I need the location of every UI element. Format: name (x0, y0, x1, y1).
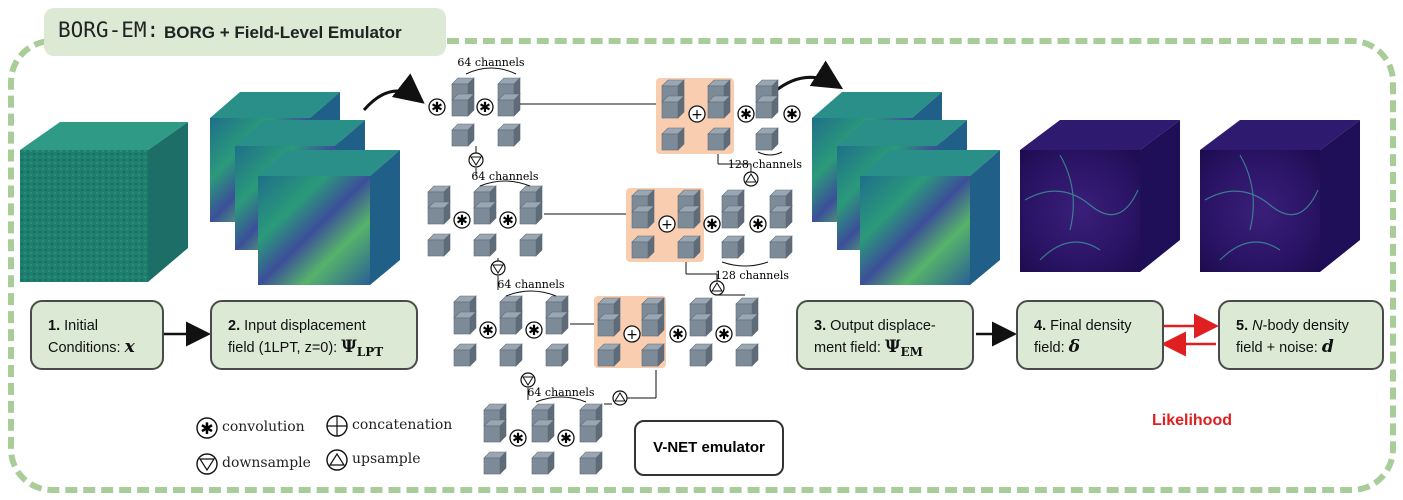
legend-concatenation-label: concatenation (352, 417, 453, 433)
step5-line1: -body density (1262, 318, 1349, 334)
svg-text:✱: ✱ (718, 327, 730, 343)
likelihood-label: Likelihood (1152, 412, 1232, 429)
step3-line1: Output displace- (830, 318, 936, 334)
svg-text:✱: ✱ (740, 107, 752, 123)
channels-label-1: 64 channels (457, 56, 524, 69)
step4-line2: field: (1034, 340, 1065, 356)
output-displacement-cubes (812, 92, 1000, 285)
step4-symbol: δ (1068, 337, 1081, 357)
step1-line2: Conditions: (48, 340, 121, 356)
step2-symbol: Ψ (341, 337, 357, 357)
step3-subscript: EM (900, 344, 923, 359)
title-box: BORG-EM: BORG + Field-Level Emulator (44, 8, 446, 56)
svg-text:+: + (691, 107, 703, 123)
legend-upsample-icon (326, 449, 348, 471)
step1-number: 1. (48, 318, 61, 334)
channels-label-128-b: 128 channels (715, 269, 789, 282)
vnet-diagram: ✱ ✱ + ✱ ✱ ✱ ✱ (427, 67, 801, 475)
step-final-density: 4. Final density field: δ (1016, 300, 1164, 370)
channels-label-2: 64 channels (471, 170, 538, 183)
svg-text:✱: ✱ (528, 323, 540, 339)
svg-text:+: + (661, 217, 673, 233)
step2-number: 2. (228, 318, 241, 334)
step-output-displacement: 3. Output displace- ment field: ΨEM (796, 300, 974, 370)
svg-text:✱: ✱ (502, 213, 514, 229)
step2-line2: field (1LPT, z=0): (228, 340, 338, 356)
legend-upsample-label: upsample (352, 451, 421, 467)
svg-text:✱: ✱ (431, 100, 443, 116)
svg-text:+: + (626, 327, 638, 343)
step4-number: 4. (1034, 318, 1047, 334)
svg-text:✱: ✱ (482, 323, 494, 339)
curve-arrow-in (362, 73, 425, 111)
step3-line2: ment field: (814, 340, 881, 356)
step5-n: N (1252, 318, 1263, 334)
legend-convolution-label: convolution (222, 419, 305, 435)
svg-text:✱: ✱ (560, 431, 572, 447)
step-input-displacement: 2. Input displacement field (1LPT, z=0):… (210, 300, 418, 370)
channels-label-4: 64 channels (527, 386, 594, 399)
step3-number: 3. (814, 318, 827, 334)
step1-line1: Initial (64, 318, 98, 334)
nbody-density-cube (1200, 120, 1360, 272)
legend-concatenation-icon (326, 415, 348, 437)
title-mono: BORG-EM: (58, 18, 160, 42)
vnet-emulator-label: V-NET emulator (634, 420, 784, 476)
svg-text:✱: ✱ (479, 100, 491, 116)
svg-text:✱: ✱ (456, 213, 468, 229)
svg-text:✱: ✱ (706, 217, 718, 233)
step5-line2: field + noise: (1236, 340, 1318, 356)
svg-text:✱: ✱ (672, 327, 684, 343)
channels-label-128-a: 128 channels (728, 158, 802, 171)
step2-line1: Input displacement (244, 318, 366, 334)
step1-symbol: x (124, 337, 135, 357)
step-nbody-density: 5. N-body density field + noise: d (1218, 300, 1384, 370)
svg-text:✱: ✱ (512, 431, 524, 447)
step5-number: 5. (1236, 318, 1249, 334)
input-displacement-cubes (210, 92, 400, 285)
step3-symbol: Ψ (884, 337, 901, 357)
title-rest: BORG + Field-Level Emulator (164, 23, 402, 42)
final-density-cube (1020, 120, 1180, 272)
svg-text:✱: ✱ (786, 107, 798, 123)
svg-text:✱: ✱ (752, 217, 764, 233)
step-initial-conditions: 1. Initial Conditions: x (30, 300, 164, 370)
initial-conditions-cube (20, 122, 188, 282)
step2-subscript: LPT (356, 344, 384, 359)
step4-line1: Final density (1050, 318, 1132, 334)
emulator-frame (8, 38, 1396, 493)
svg-text:✱: ✱ (200, 419, 213, 438)
legend-downsample-icon (196, 453, 218, 475)
legend-convolution-icon: ✱ (196, 417, 218, 439)
step5-symbol: d (1321, 337, 1334, 357)
legend-downsample-label: downsample (222, 455, 311, 471)
channels-label-3: 64 channels (497, 278, 564, 291)
curve-arrow-out (773, 60, 844, 94)
